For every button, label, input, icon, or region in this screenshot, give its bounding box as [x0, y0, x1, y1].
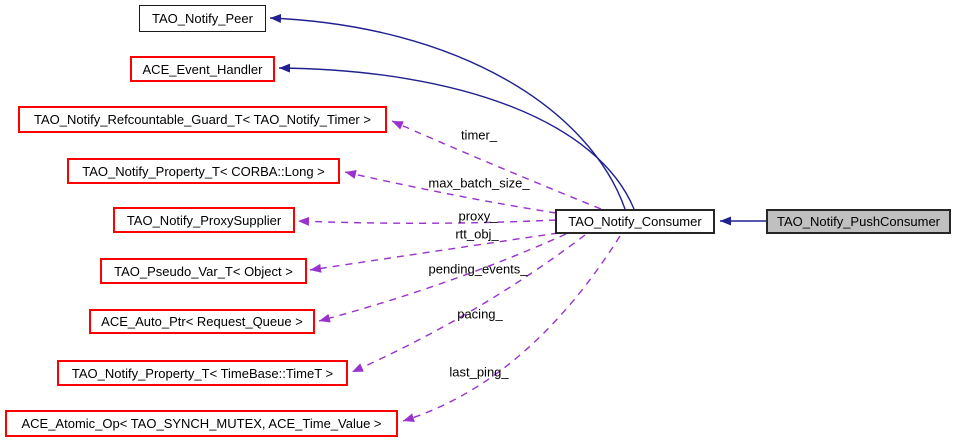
node-tao-notify-consumer: TAO_Notify_Consumer: [555, 209, 715, 234]
edge-inheritance-peer: [269, 13, 626, 210]
node-ace-event-handler[interactable]: ACE_Event_Handler: [130, 56, 275, 82]
edge-label-last-ping: last_ping_: [449, 364, 509, 380]
edge-label-max-batch-size: max_batch_size_: [428, 175, 530, 191]
node-tao-notify-refcountable-guard-t[interactable]: TAO_Notify_Refcountable_Guard_T< TAO_Not…: [18, 106, 387, 133]
edge-usage-rtt-obj: [309, 232, 559, 273]
node-tao-notify-pushconsumer: TAO_Notify_PushConsumer: [766, 209, 951, 234]
node-tao-notify-peer: TAO_Notify_Peer: [139, 5, 266, 32]
edge-label-pending-events: pending_events_: [428, 261, 528, 277]
edge-usage-last-ping: [402, 235, 621, 423]
node-ace-auto-ptr-request-queue[interactable]: ACE_Auto_Ptr< Request_Queue >: [89, 309, 315, 334]
edge-label-timer: timer_: [460, 127, 498, 143]
edge-usage-proxy: [297, 216, 557, 226]
node-tao-pseudo-var-t-object[interactable]: TAO_Pseudo_Var_T< Object >: [100, 258, 307, 284]
node-tao-notify-property-t-corba-long[interactable]: TAO_Notify_Property_T< CORBA::Long >: [67, 158, 340, 184]
edge-usage-max-batch-size: [344, 170, 557, 214]
edge-label-proxy: proxy_: [458, 208, 498, 224]
edge-usage-timer: [391, 120, 602, 210]
edge-label-rtt-obj: rtt_obj_: [455, 226, 499, 242]
node-tao-notify-property-t-timebase-timet[interactable]: TAO_Notify_Property_T< TimeBase::TimeT >: [57, 360, 348, 386]
edge-label-pacing: pacing_: [457, 306, 503, 322]
edge-usage-pacing: [351, 234, 586, 373]
edge-usage-pending-events: [318, 233, 567, 323]
edge-inheritance-event-handler: [278, 63, 635, 210]
node-tao-notify-proxysupplier[interactable]: TAO_Notify_ProxySupplier: [113, 207, 295, 233]
node-ace-atomic-op[interactable]: ACE_Atomic_Op< TAO_SYNCH_MUTEX, ACE_Time…: [5, 410, 398, 437]
